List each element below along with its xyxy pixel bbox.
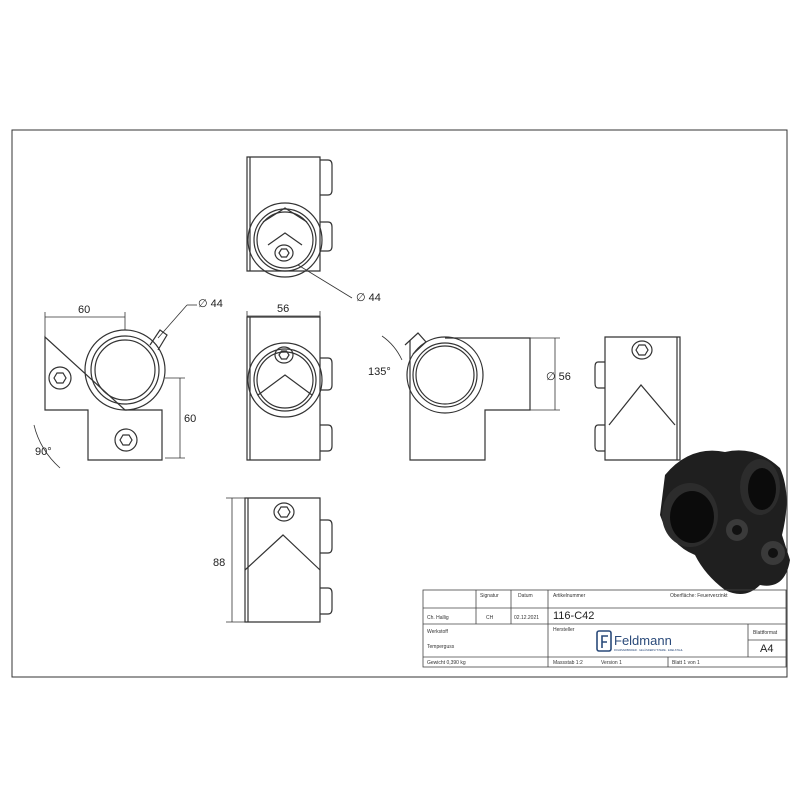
- bottom-height-label: 88: [213, 557, 225, 569]
- side-view-dimensions: [246, 311, 321, 325]
- fitting-3d-render: [660, 450, 790, 594]
- feldmann-logo-tagline: ROHRVERBINDER · GELÄNDERSYSTEME · EDELST…: [614, 648, 683, 652]
- side-view: [246, 316, 333, 461]
- front-view: [44, 329, 168, 461]
- front-diameter-label: ∅ 44: [198, 298, 223, 310]
- front-angle-label: 90°: [35, 446, 52, 458]
- title-block-header-artikelnummer: Artikelnummer: [553, 593, 586, 599]
- feldmann-logo-f-glyph: [601, 635, 608, 648]
- side2-diameter-label: ∅ 56: [546, 371, 571, 383]
- drawing-frame: [11, 129, 788, 678]
- feldmann-logo-mark: [596, 630, 612, 652]
- title-block-header-signatur: Signatur: [480, 593, 499, 599]
- side-width-label: 56: [277, 303, 289, 315]
- title-block-gewicht: Gewicht 0,390 kg: [427, 660, 466, 666]
- title-block-oberflaeche: Oberfläche: Feuerverzinkt: [670, 593, 728, 599]
- front-width-label: 60: [78, 304, 90, 316]
- title-block-header-datum: Datum: [518, 593, 533, 599]
- feldmann-logo-wordmark: Feldmann: [614, 633, 672, 648]
- front-view-dimensions: [33, 304, 197, 469]
- title-block-massstab: Massstab 1:2: [553, 660, 583, 666]
- title-block-lines: [422, 589, 787, 668]
- title-block-blattformat-label: Blattformat: [753, 630, 778, 636]
- bottom-view: [244, 497, 333, 623]
- title-block-hersteller-label: Hersteller: [553, 627, 575, 633]
- side-view-2: [404, 332, 531, 461]
- side-view-2-dimensions: [381, 335, 560, 411]
- title-block-werkstoff-value: Temperguss: [427, 644, 455, 650]
- feldmann-logo: Feldmann ROHRVERBINDER · GELÄNDERSYSTEME…: [596, 630, 683, 652]
- title-block-signatur: CH: [486, 615, 494, 621]
- rear-view: [594, 336, 681, 461]
- title-block-blattformat-value: A4: [760, 643, 773, 655]
- title-block-blatt: Blatt 1 von 1: [672, 660, 700, 666]
- front-height-label: 60: [184, 413, 196, 425]
- top-view-leader: [297, 264, 353, 299]
- top-view: [246, 156, 333, 278]
- title-block-datum: 02.12.2021: [514, 615, 539, 621]
- side2-angle-label: 135°: [368, 366, 391, 378]
- top-view-diameter-label: ∅ 44: [356, 292, 381, 304]
- bottom-view-dimensions: [226, 497, 245, 623]
- title-block-version: Version 1: [601, 660, 622, 666]
- title-block-werkstoff-label: Werkstoff: [427, 629, 449, 635]
- title-block-artikelnummer: 116-C42: [553, 610, 594, 622]
- title-block-name: Ch. Hallig: [427, 615, 449, 621]
